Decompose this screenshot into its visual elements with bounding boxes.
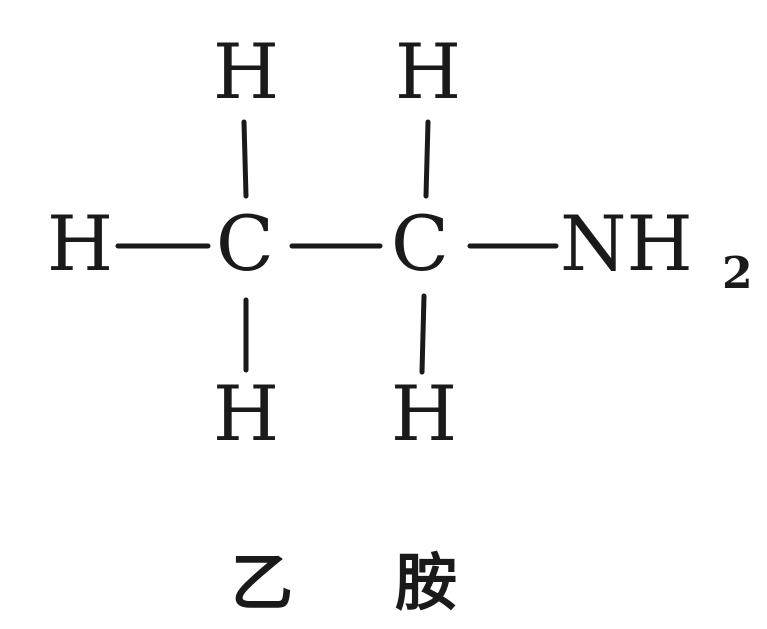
bond-c2-h-bottom — [419, 293, 427, 375]
atom-h-left: H — [47, 199, 113, 288]
bond-c2-h-top — [423, 119, 431, 199]
atom-h-bottom-left: H — [213, 369, 279, 458]
atom-nh-subscript: 2 — [722, 248, 753, 299]
bond-c1-h-top — [241, 119, 249, 199]
atom-h-bottom-right: H — [391, 369, 457, 458]
atom-h-top-right: H — [395, 27, 461, 116]
atom-h-top-left: H — [213, 27, 279, 116]
atom-nh-group: NH — [560, 199, 693, 288]
atom-c-right: C — [391, 199, 449, 288]
atom-c-left: C — [216, 199, 274, 288]
caption-char-2: 胺 — [395, 546, 457, 619]
caption-char-1: 乙 — [231, 546, 293, 619]
